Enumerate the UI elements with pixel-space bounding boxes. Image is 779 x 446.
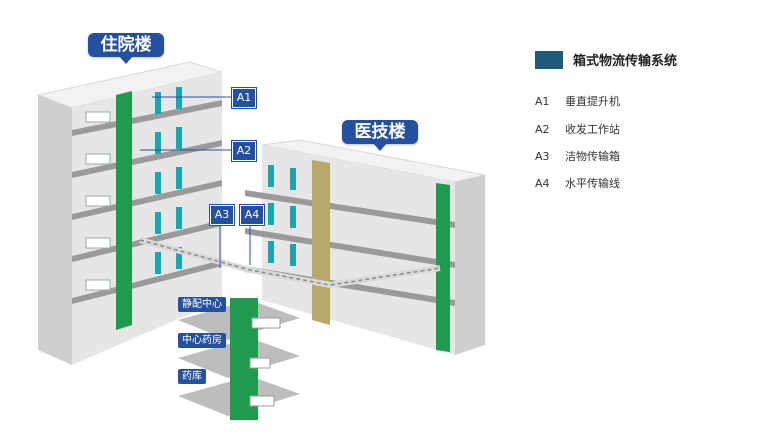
floor-label-iv-pharmacy: 静配中心: [178, 297, 226, 312]
callout-lines: [140, 96, 251, 268]
legend-code: A2: [535, 123, 550, 136]
legend-label: 洁物传输箱: [565, 150, 620, 163]
legend-item: A4 水平传输线: [535, 175, 620, 191]
marker-a1: A1: [232, 88, 256, 108]
legend-label: 水平传输线: [565, 177, 620, 190]
medtech-building: [245, 139, 486, 355]
floor-label-central-pharmacy: 中心药房: [178, 333, 226, 348]
legend-title: 箱式物流传输系统: [573, 54, 678, 69]
horizontal-conveyor: [139, 237, 441, 289]
legend-swatch: [535, 50, 563, 69]
marker-a2: A2: [232, 141, 256, 161]
medtech-building-label: 医技楼: [342, 120, 418, 151]
inpatient-building: [36, 61, 224, 365]
medtech-lift-shaft: [436, 183, 450, 352]
legend-code: A3: [535, 150, 550, 163]
floor-label-drug-storage: 药库: [178, 369, 206, 384]
medtech-core: [312, 160, 330, 325]
legend-item: A1 垂直提升机: [535, 93, 620, 109]
legend-item: A2 收发工作站: [535, 121, 620, 137]
marker-a3: A3: [210, 205, 234, 225]
legend-code: A4: [535, 177, 550, 190]
inpatient-lift-shaft: [116, 91, 132, 330]
legend: 箱式物流传输系统 A1 垂直提升机 A2 收发工作站 A3 洁物传输箱 A4 水平传输线: [535, 50, 678, 190]
legend-label: 收发工作站: [565, 123, 620, 136]
marker-a4: A4: [240, 205, 264, 225]
legend-item: A3 洁物传输箱: [535, 148, 620, 164]
legend-label: 垂直提升机: [565, 95, 620, 108]
legend-code: A1: [535, 95, 550, 108]
basement-levels: [178, 298, 300, 420]
inpatient-building-label: 住院楼: [88, 33, 164, 64]
